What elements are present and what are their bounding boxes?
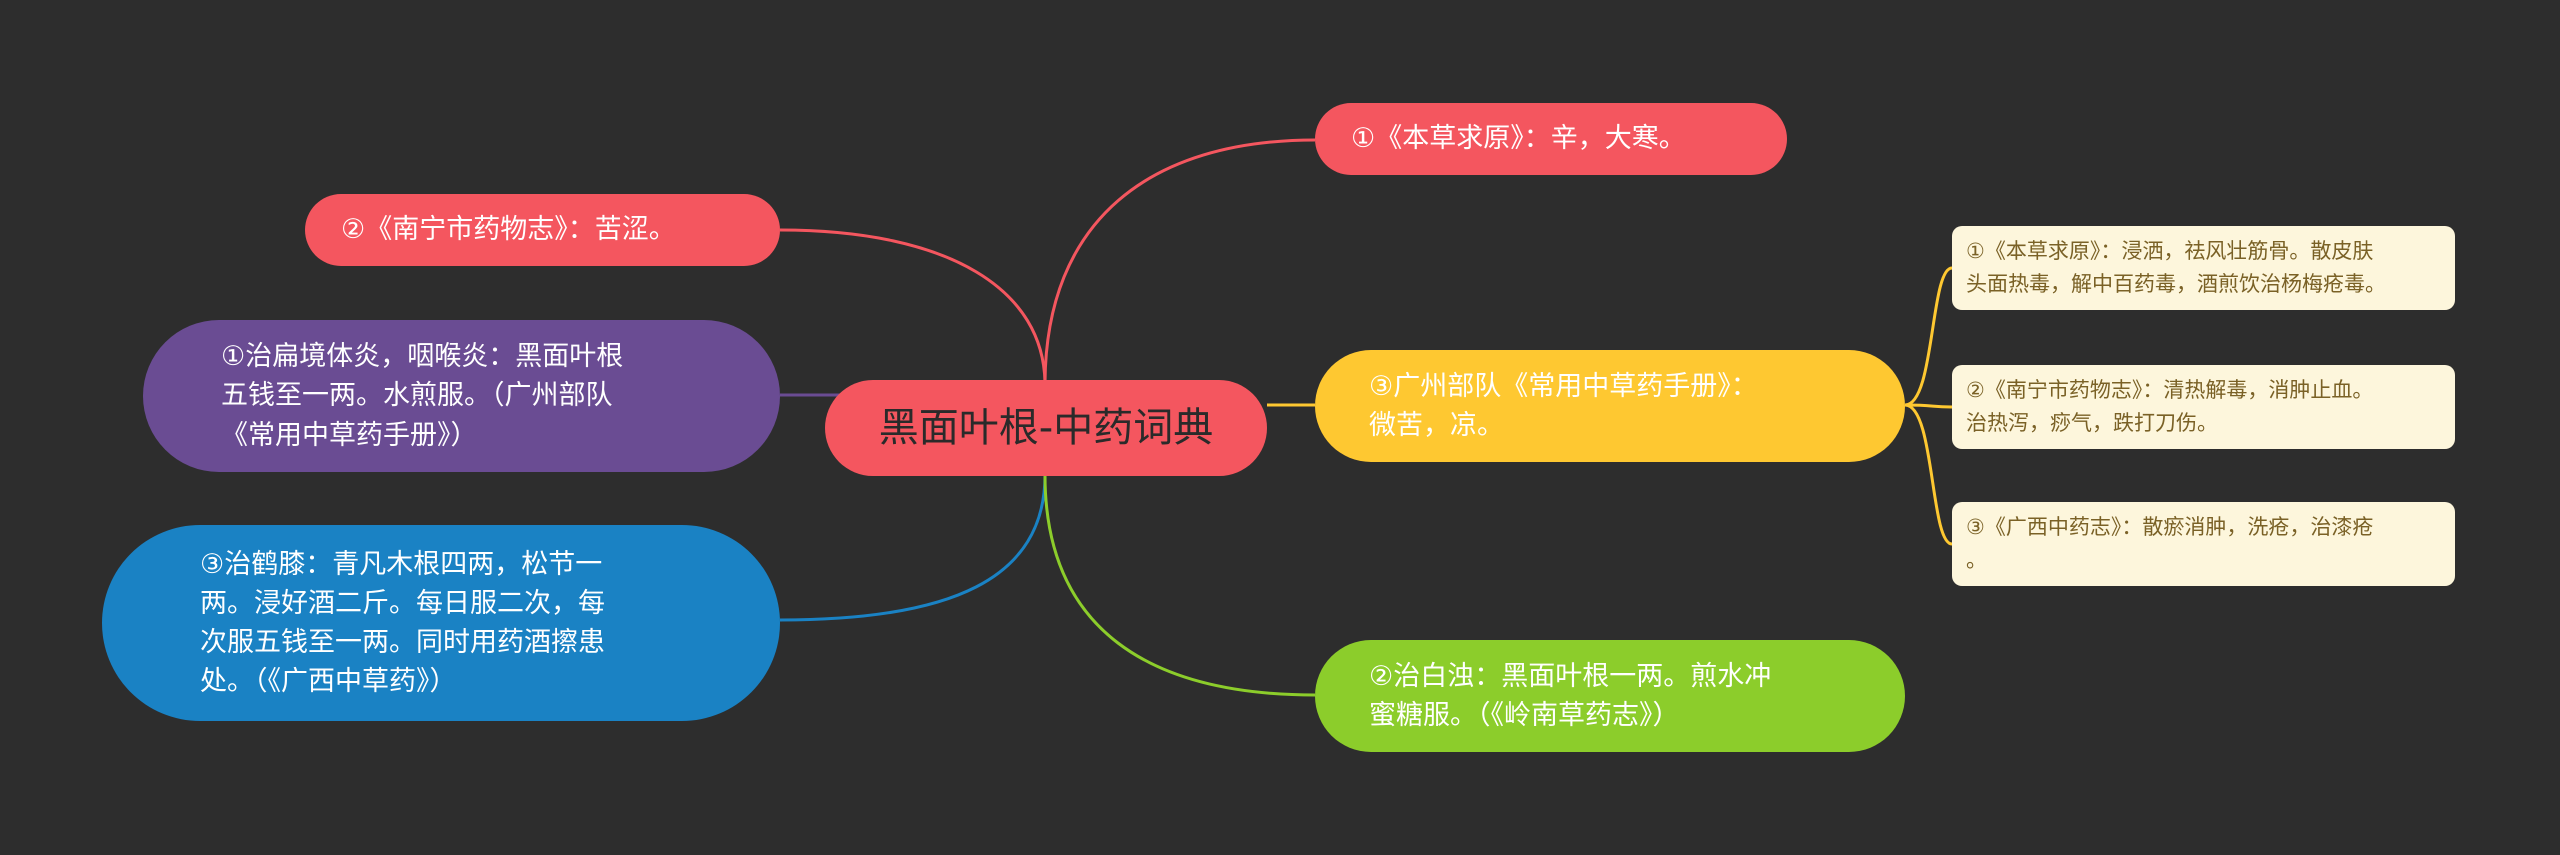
branch-bencao-taste[interactable]: ①《本草求原》：辛，大寒。 — [1315, 103, 1787, 175]
leaf-nanning[interactable]: ②《南宁市药物志》：清热解毒，消肿止血。 治热泻，痧气，跌打刀伤。 — [1952, 365, 2455, 449]
link-yellow-leaf-bencao — [1904, 266, 1953, 407]
link-center-nanning-taste — [779, 228, 1047, 386]
branch-white-turbid-label: ②治白浊：黑面叶根一两。煎水冲 蜜糖服。（《岭南草药志》） — [1369, 660, 1772, 731]
branch-tonsillitis-label: ①治扁境体炎，咽喉炎：黑面叶根 五钱至一两。水煎服。（广州部队 《常用中草药手册… — [221, 341, 624, 451]
branch-tonsillitis[interactable]: ①治扁境体炎，咽喉炎：黑面叶根 五钱至一两。水煎服。（广州部队 《常用中草药手册… — [143, 320, 780, 472]
link-yellow-leaf-nanning — [1904, 403, 1953, 409]
branch-nanning-taste[interactable]: ②《南宁市药物志》：苦涩。 — [305, 194, 780, 266]
branch-white-turbid[interactable]: ②治白浊：黑面叶根一两。煎水冲 蜜糖服。（《岭南草药志》） — [1315, 640, 1905, 752]
center-topic[interactable]: 黑面叶根-中药词典 — [825, 380, 1267, 476]
branch-bencao-taste-label: ①《本草求原》：辛，大寒。 — [1351, 123, 1686, 155]
branch-guangzhou-taste[interactable]: ③广州部队《常用中草药手册》： 微苦，凉。 — [1315, 350, 1905, 462]
link-center-bencao-taste — [1043, 138, 1316, 386]
leaf-bencao[interactable]: ①《本草求原》：浸洒，祛风壮筋骨。散皮肤 头面热毒，解中百药毒，酒煎饮治杨梅疮毒… — [1952, 226, 2455, 310]
link-center-white-turbid — [1043, 474, 1316, 697]
link-yellow-leaf-guangxi — [1904, 403, 1953, 546]
leaf-guangxi-label: ③《广西中药志》：散瘀消肿，洗疮，治漆疮 。 — [1966, 515, 2374, 572]
branch-nanning-taste-label: ②《南宁市药物志》：苦涩。 — [341, 214, 676, 246]
leaf-nanning-label: ②《南宁市药物志》：清热解毒，消肿止血。 治热泻，痧气，跌打刀伤。 — [1966, 378, 2374, 435]
center-topic-label: 黑面叶根-中药词典 — [878, 405, 1214, 451]
branch-crane-knee[interactable]: ③治鹤膝：青凡木根四两，松节一 两。浸好酒二斤。每日服二次，每 次服五钱至一两。… — [102, 525, 780, 721]
leaf-guangxi[interactable]: ③《广西中药志》：散瘀消肿，洗疮，治漆疮 。 — [1952, 502, 2455, 586]
branch-crane-knee-label: ③治鹤膝：青凡木根四两，松节一 两。浸好酒二斤。每日服二次，每 次服五钱至一两。… — [200, 548, 605, 698]
branch-guangzhou-taste-label: ③广州部队《常用中草药手册》： 微苦，凉。 — [1369, 370, 1758, 441]
link-center-crane-knee — [779, 474, 1047, 622]
leaf-bencao-label: ①《本草求原》：浸洒，祛风壮筋骨。散皮肤 头面热毒，解中百药毒，酒煎饮治杨梅疮毒… — [1966, 239, 2386, 296]
